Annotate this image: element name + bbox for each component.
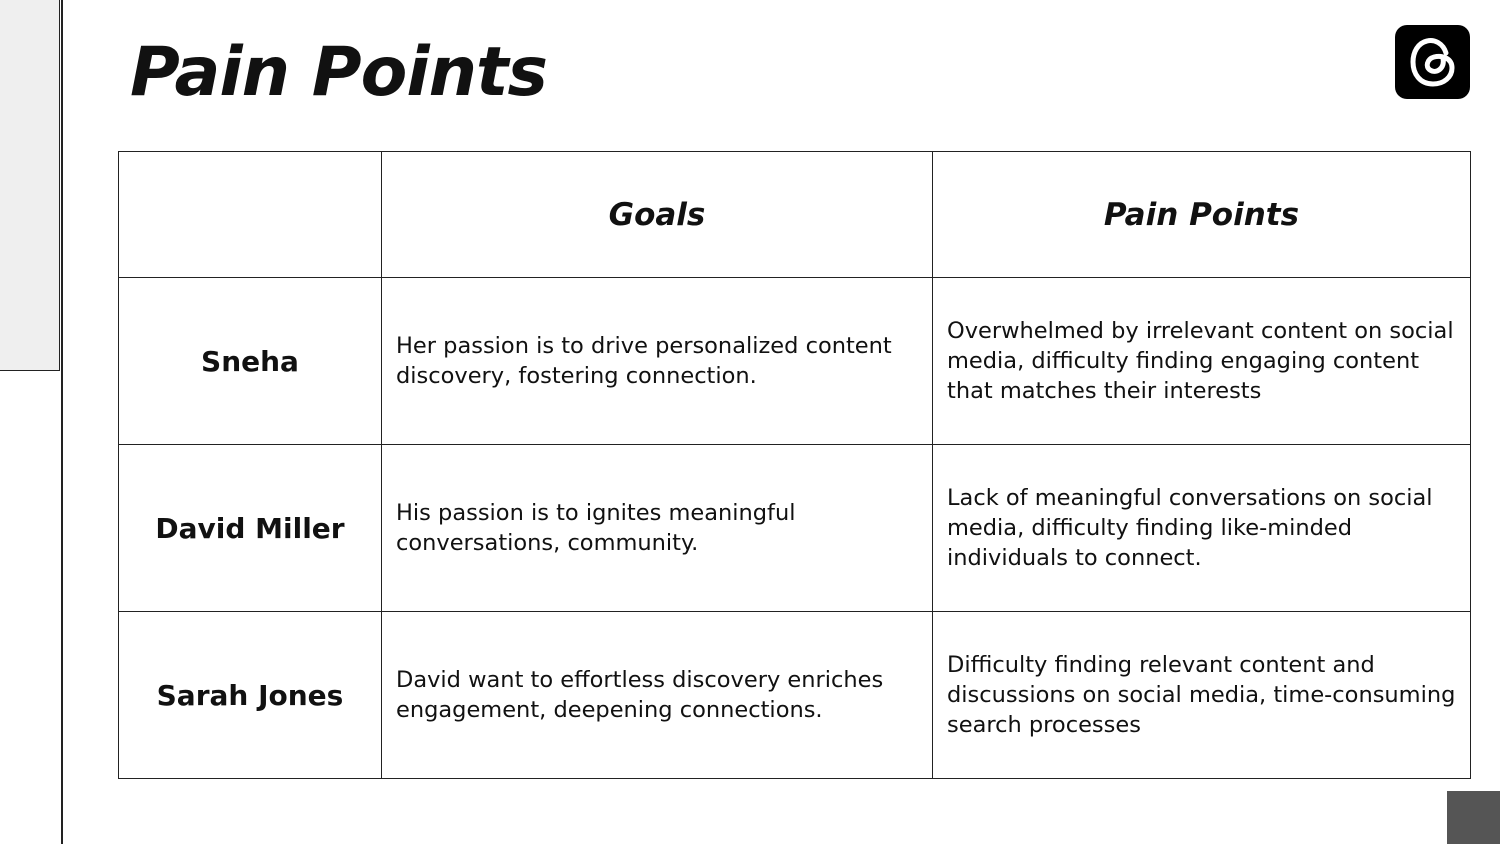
persona-pain-point: Lack of meaningful conversations on soci… bbox=[932, 444, 1471, 612]
header-pain-points: Pain Points bbox=[932, 151, 1471, 278]
header-blank-cell bbox=[118, 151, 382, 278]
left-decorative-panel bbox=[0, 0, 60, 371]
persona-goal: Her passion is to drive personalized con… bbox=[381, 277, 933, 445]
header-goals: Goals bbox=[381, 151, 933, 278]
persona-pain-point: Difficulty finding relevant content and … bbox=[932, 611, 1471, 779]
table-header-row: Goals Pain Points bbox=[118, 151, 1471, 278]
persona-name: David Miller bbox=[118, 444, 382, 612]
threads-logo-glyph bbox=[1409, 38, 1455, 87]
threads-logo-icon bbox=[1395, 25, 1470, 99]
persona-table: Goals Pain Points Sneha Her passion is t… bbox=[118, 151, 1471, 779]
table-row: Sneha Her passion is to drive personaliz… bbox=[118, 277, 1471, 445]
table-row: Sarah Jones David want to effortless dis… bbox=[118, 611, 1471, 779]
table-row: David Miller His passion is to ignites m… bbox=[118, 444, 1471, 612]
corner-decorative-block bbox=[1447, 791, 1500, 844]
page-title: Pain Points bbox=[130, 33, 548, 112]
persona-goal: David want to effortless discovery enric… bbox=[381, 611, 933, 779]
persona-goal: His passion is to ignites meaningful con… bbox=[381, 444, 933, 612]
persona-pain-point: Overwhelmed by irrelevant content on soc… bbox=[932, 277, 1471, 445]
persona-name: Sneha bbox=[118, 277, 382, 445]
left-vertical-rule bbox=[61, 0, 63, 844]
persona-name: Sarah Jones bbox=[118, 611, 382, 779]
